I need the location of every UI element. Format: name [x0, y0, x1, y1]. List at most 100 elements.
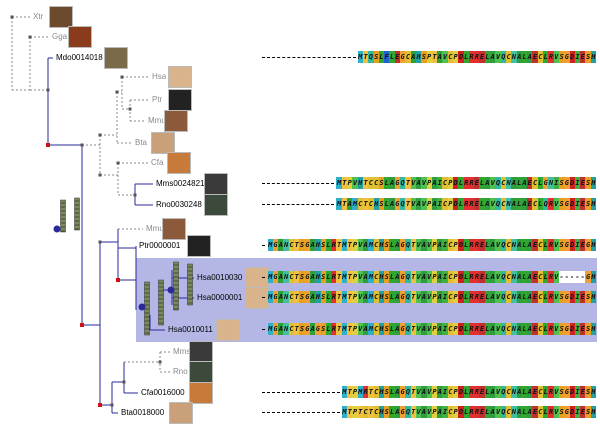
residue: S [585, 386, 591, 398]
speciation-node[interactable] [28, 35, 32, 39]
residue: Q [500, 323, 506, 335]
speciation-node[interactable] [128, 107, 132, 111]
speciation-node[interactable] [115, 90, 119, 94]
leaf-label[interactable]: Gga [52, 32, 68, 41]
residue: G [564, 198, 570, 210]
leaf-label[interactable]: Hsa0010030 [197, 273, 243, 282]
leaf-label[interactable]: Ptr [152, 95, 163, 104]
leaf-label[interactable]: Mmu [146, 224, 164, 233]
residue: L [389, 271, 395, 283]
residue: I [574, 198, 581, 210]
paralog-stack-marker [158, 279, 164, 326]
leaf-label[interactable]: Cfa [151, 158, 164, 167]
residue: R [548, 271, 554, 283]
residue: C [373, 406, 379, 418]
leaf-label[interactable]: Xtr [33, 12, 44, 21]
residue: A [490, 271, 496, 283]
leaf-label[interactable]: Bta [135, 138, 148, 147]
leaf-label[interactable]: Mmu [148, 116, 166, 125]
speciation-node[interactable] [46, 88, 50, 92]
residue: H [378, 239, 385, 251]
leaf-label[interactable]: Ptr0000001 [139, 241, 181, 250]
residue: I [574, 239, 581, 251]
residue: A [431, 198, 438, 210]
clade-collapse-marker[interactable] [167, 286, 175, 294]
speciation-node[interactable] [120, 75, 124, 79]
residue: R [463, 198, 469, 210]
dog-icon [166, 152, 191, 174]
speciation-node[interactable] [110, 403, 114, 407]
speciation-node[interactable] [80, 143, 84, 147]
speciation-node[interactable] [122, 380, 126, 384]
leaf-label[interactable]: Hsa0010011 [168, 325, 213, 334]
residue: V [553, 406, 559, 418]
residue: A [394, 406, 401, 418]
speciation-node[interactable] [98, 133, 102, 137]
duplication-node[interactable] [80, 323, 84, 327]
residue: C [505, 323, 512, 335]
leaf-label[interactable]: Mdo0014018 [56, 53, 103, 62]
duplication-node[interactable] [116, 278, 120, 282]
residue: N [511, 291, 517, 303]
residue: C [537, 406, 544, 418]
leaf-label[interactable]: Cfa0016000 [141, 388, 185, 397]
residue: L [389, 291, 395, 303]
residue: H [590, 323, 596, 335]
residue: P [431, 291, 438, 303]
residue: A [394, 239, 401, 251]
residue: R [468, 386, 475, 398]
residue: R [474, 406, 480, 418]
residue: C [500, 198, 506, 210]
clade-collapse-marker[interactable] [53, 225, 61, 233]
speciation-node[interactable] [158, 360, 162, 364]
speciation-node[interactable] [116, 161, 120, 165]
duplication-node[interactable] [98, 403, 102, 407]
clade-collapse-marker[interactable] [138, 303, 146, 311]
residue: A [309, 271, 316, 283]
residue: N [511, 239, 517, 251]
residue: T [294, 271, 300, 283]
residue: T [294, 239, 300, 251]
residue: L [543, 386, 549, 398]
leaf-label[interactable]: Hsa [152, 72, 167, 81]
leaf-label[interactable]: Bta0018000 [121, 408, 165, 417]
residue: L [325, 323, 332, 335]
residue: R [548, 291, 554, 303]
residue: E [532, 239, 538, 251]
alignment-gap-dashes [262, 57, 356, 58]
residue: G [543, 177, 549, 189]
residue: I [442, 239, 448, 251]
human-icon [216, 319, 240, 341]
residue: T [410, 271, 416, 283]
leaf-label[interactable]: Rno0030248 [156, 200, 202, 209]
residue: M [341, 291, 348, 303]
leaf-label[interactable]: Hsa0000001 [197, 293, 243, 302]
leaf-label[interactable]: Mms0024821 [156, 179, 205, 188]
speciation-node[interactable] [10, 15, 14, 19]
residue: N [283, 239, 289, 251]
residue: S [585, 291, 591, 303]
mouse-icon [204, 173, 228, 195]
leaf-label[interactable]: Rno [173, 367, 188, 376]
speciation-node[interactable] [98, 240, 102, 244]
residue: C [373, 291, 379, 303]
residue: R [474, 51, 480, 63]
speciation-node[interactable] [133, 193, 137, 197]
residue: L [521, 323, 528, 335]
duplication-node[interactable] [46, 143, 50, 147]
speciation-node[interactable] [98, 173, 102, 177]
residue: C [368, 177, 374, 189]
leaf-label[interactable]: Mms [173, 347, 191, 356]
